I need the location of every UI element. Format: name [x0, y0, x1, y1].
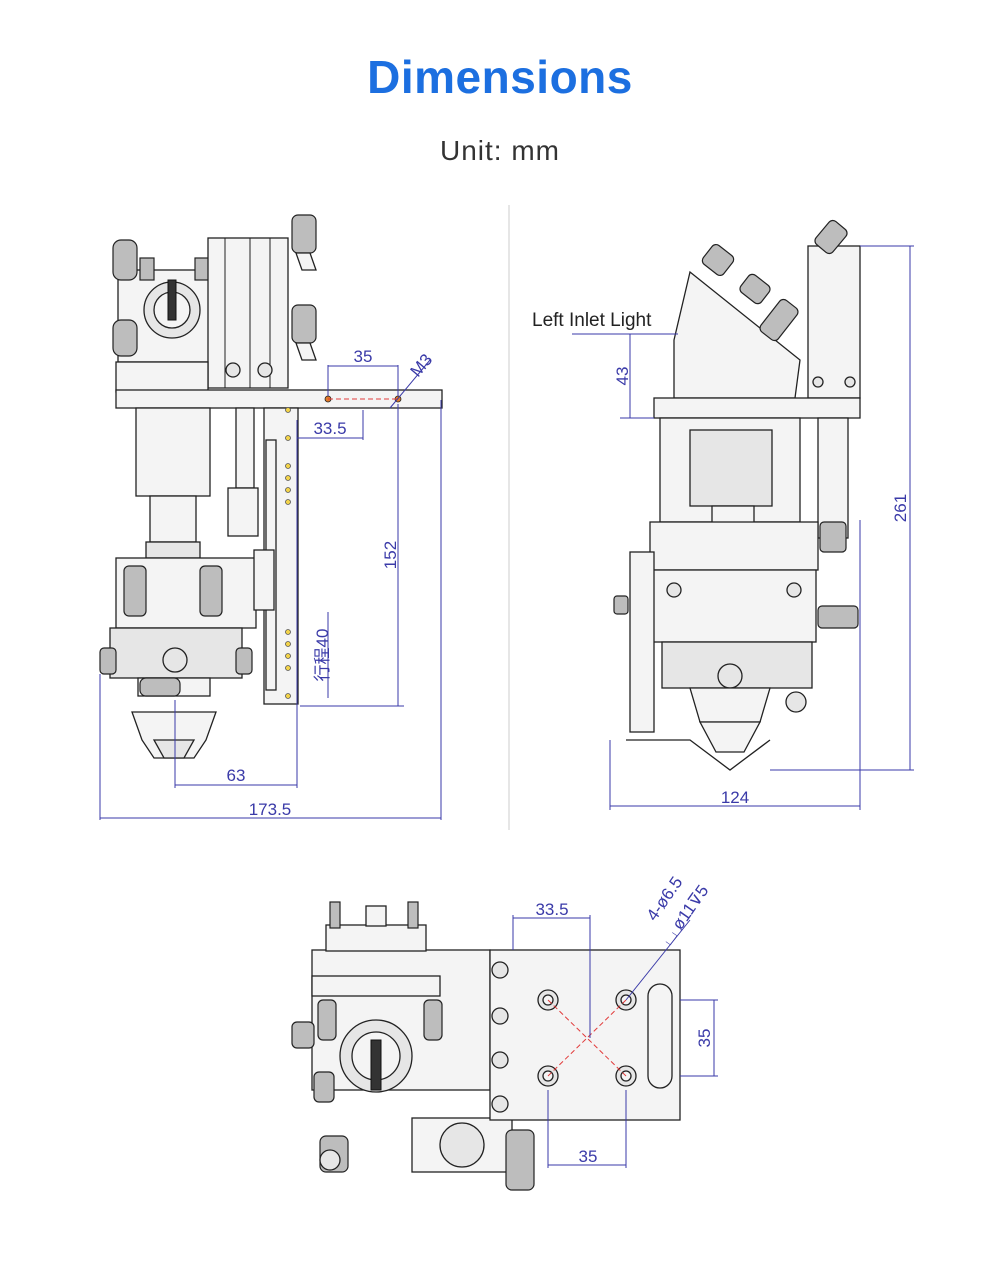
dim-offset: 33.5: [313, 419, 346, 438]
air-fitting-top: [291, 214, 317, 254]
dim-total-height: 261: [891, 494, 910, 522]
mirror-block: [673, 270, 801, 399]
slide-block: [207, 237, 289, 389]
slot: [647, 983, 673, 1089]
top-dim-hole-x: 35: [579, 1147, 598, 1166]
nozzle-side: [698, 721, 762, 753]
side-plate: [653, 397, 861, 419]
dim-inlet-height: 43: [613, 367, 632, 386]
dim-total-width: 173.5: [249, 800, 292, 819]
front-view: 173.5 63 152 行程40 35 33.5 M3: [99, 214, 443, 820]
air-fitting-mid: [291, 304, 317, 344]
page-title: Dimensions: [367, 51, 633, 103]
focus-column: [135, 407, 211, 497]
side-view: Left Inlet Light 43 261 124: [532, 219, 914, 810]
top-dim-offset: 33.5: [535, 900, 568, 919]
dim-top-hole: 35: [354, 347, 373, 366]
knob-top-left: [112, 239, 138, 281]
thread-label: M3: [407, 350, 437, 380]
collimator-housing: [807, 245, 861, 399]
dim-width: 124: [721, 788, 749, 807]
top-view: 33.5 35 35 4-ø6.5 ⌴ ø11⊽5: [291, 873, 718, 1191]
side-rail: [817, 417, 849, 539]
unit-label: Unit: mm: [440, 135, 560, 166]
plate-bolts: [491, 961, 509, 1113]
dim-nozzle-offset: 63: [227, 766, 246, 785]
top-dim-hole-y: 35: [695, 1029, 714, 1048]
head-body-side: [651, 569, 817, 643]
dim-stroke: 行程40: [313, 629, 332, 682]
left-inlet-label: Left Inlet Light: [532, 310, 652, 331]
dim-height: 152: [381, 541, 400, 569]
knob-mid-left: [112, 319, 138, 357]
nozzle: [131, 711, 217, 759]
